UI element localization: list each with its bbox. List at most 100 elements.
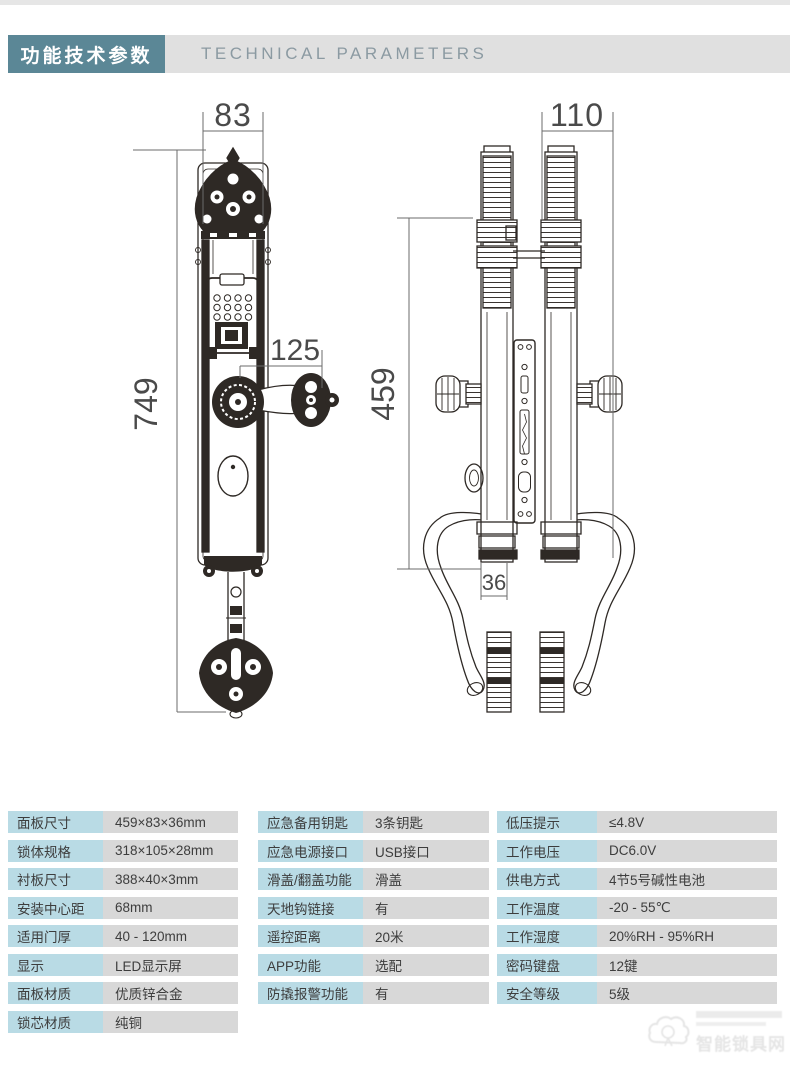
front-view-drawing: [194, 146, 339, 719]
section-title-cn: 功能技术参数: [8, 35, 165, 73]
spec-value: -20 - 55℃: [597, 896, 777, 919]
spec-label: 工作电压: [497, 839, 597, 862]
spec-row: 低压提示≤4.8V: [497, 811, 777, 833]
spec-label: 遥控距离: [258, 925, 363, 947]
watermark-small-text: [696, 1011, 782, 1018]
spec-row: 天地钩链接有: [258, 896, 489, 919]
back-panel-profile: [540, 145, 582, 563]
mortise-faceplate: [513, 339, 536, 524]
spec-value: 459×83×36mm: [103, 811, 238, 833]
spec-label: 锁体规格: [8, 839, 103, 862]
spec-value: 优质锌合金: [103, 982, 238, 1004]
spec-value: 5级: [597, 982, 777, 1004]
spec-value: 纯铜: [103, 1010, 238, 1033]
spec-label: 工作温度: [497, 896, 597, 919]
spec-label: 面板材质: [8, 982, 103, 1004]
keyhole: [217, 455, 249, 497]
spec-label: APP功能: [258, 953, 363, 976]
spec-label: 防撬报警功能: [258, 982, 363, 1004]
cloud-logo-icon: [648, 1016, 690, 1047]
dim-front-height: 749: [128, 377, 164, 430]
dim-handle-length: 125: [270, 334, 320, 367]
spec-row: 面板材质优质锌合金: [8, 982, 238, 1004]
spec-label: 应急电源接口: [258, 839, 363, 862]
spec-value: 3条钥匙: [363, 811, 489, 833]
spec-label: 适用门厚: [8, 925, 103, 947]
dim-side-width: 110: [550, 97, 604, 133]
dim-front-width: 83: [214, 97, 252, 133]
spec-row: 防撬报警功能有: [258, 982, 489, 1004]
spec-value: 68mm: [103, 896, 238, 919]
spec-value: 有: [363, 982, 489, 1004]
spec-value: DC6.0V: [597, 839, 777, 862]
spindle: [505, 225, 545, 259]
section-header: 功能技术参数 TECHNICAL PARAMETERS: [0, 35, 790, 73]
side-view-drawing: [422, 145, 636, 713]
site-watermark: 智能锁具网: [646, 1003, 790, 1063]
keypad-module: [204, 273, 262, 359]
technical-drawing: 83 749 125: [128, 97, 636, 719]
spec-label: 滑盖/翻盖功能: [258, 868, 363, 890]
front-panel-profile: [464, 145, 518, 563]
tail-ornament: [199, 556, 273, 719]
spec-label: 应急备用钥匙: [258, 811, 363, 833]
spec-row: 工作温度-20 - 55℃: [497, 896, 777, 919]
dim-side-height: 459: [365, 367, 401, 420]
spec-row: APP功能选配: [258, 953, 489, 976]
spec-value: LED显示屏: [103, 953, 238, 976]
spec-value: 40 - 120mm: [103, 925, 238, 947]
battery-packs: [486, 631, 565, 713]
spec-label: 工作湿度: [497, 925, 597, 947]
watermark-site-name: 智能锁具网: [696, 1035, 786, 1054]
spec-value: 388×40×3mm: [103, 868, 238, 890]
spec-label: 面板尺寸: [8, 811, 103, 833]
spec-label: 衬板尺寸: [8, 868, 103, 890]
right-knob: [576, 375, 623, 413]
spec-value: 选配: [363, 953, 489, 976]
spec-label: 显示: [8, 953, 103, 976]
spec-row: 滑盖/翻盖功能滑盖: [258, 868, 489, 890]
left-knob: [435, 375, 482, 413]
keypad-dots: [213, 294, 253, 321]
spec-label: 安装中心距: [8, 896, 103, 919]
spec-label: 低压提示: [497, 811, 597, 833]
spec-label: 安全等级: [497, 982, 597, 1004]
spec-value: 4节5号碱性电池: [597, 868, 777, 890]
crown-ornament: [194, 146, 272, 239]
spec-label: 密码键盘: [497, 953, 597, 976]
spec-value: 20米: [363, 925, 489, 947]
spec-label: 天地钩链接: [258, 896, 363, 919]
side-dimensions: [397, 112, 614, 600]
section-title-en: TECHNICAL PARAMETERS: [165, 35, 790, 73]
spec-value: 滑盖: [363, 868, 489, 890]
side-handles: [422, 511, 636, 696]
spec-value: 有: [363, 896, 489, 919]
spec-row: 锁芯材质纯铜: [8, 1010, 238, 1033]
dim-panel-thickness: 36: [482, 570, 506, 595]
watermark-small-text-2: [696, 1022, 766, 1026]
spec-value: 318×105×28mm: [103, 839, 238, 862]
front-handle: [212, 373, 339, 428]
spec-label: 供电方式: [497, 868, 597, 890]
spec-value: ≤4.8V: [597, 811, 777, 833]
front-dimensions: [133, 112, 323, 713]
spec-value: 12键: [597, 953, 777, 976]
spec-label: 锁芯材质: [8, 1010, 103, 1033]
spec-value: 20%RH - 95%RH: [597, 925, 777, 947]
